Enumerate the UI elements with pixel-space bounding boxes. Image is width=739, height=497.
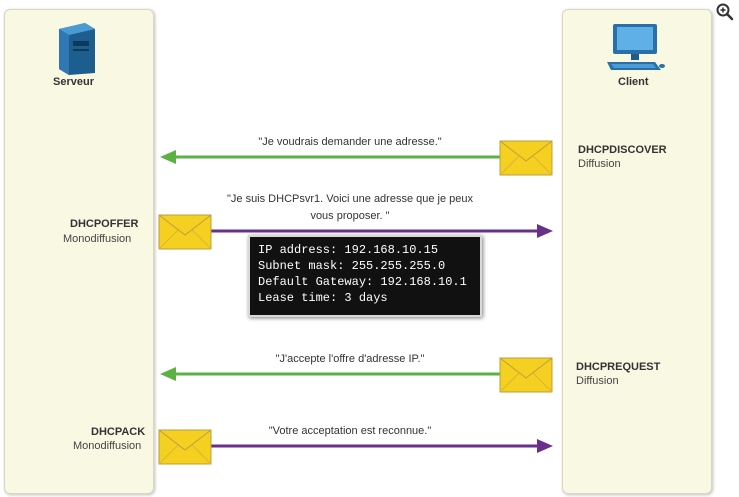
dhcpoffer-label: DHCPOFFER <box>70 218 139 230</box>
arrow-dhcpoffer <box>210 224 553 238</box>
arrow-dhcpdiscover <box>160 150 500 164</box>
dhcprequest-type: Diffusion <box>576 375 619 387</box>
dhcprequest-label: DHCPREQUEST <box>576 361 661 373</box>
server-column <box>4 9 154 494</box>
client-column <box>562 9 712 494</box>
dhcpoffer-type: Monodiffusion <box>63 233 132 245</box>
envelope-icon <box>158 214 212 250</box>
offer-lease-time: Lease time: 3 days <box>258 291 388 305</box>
server-icon <box>59 23 95 75</box>
envelope-icon <box>499 140 553 176</box>
offer-subnet-mask: Subnet mask: 255.255.255.0 <box>258 259 446 273</box>
offer-ip-address: IP address: 192.168.10.15 <box>258 243 439 257</box>
dhcpack-label: DHCPACK <box>91 426 146 438</box>
client-label: Client <box>618 76 649 88</box>
dhcpoffer-quote-line2: vous proposer. " <box>310 210 390 222</box>
dhcpack-quote: "Votre acceptation est reconnue." <box>268 425 432 437</box>
dhcprequest-quote: "J'accepte l'offre d'adresse IP." <box>275 353 425 365</box>
server-label: Serveur <box>53 76 94 88</box>
arrow-dhcprequest <box>160 367 500 381</box>
offer-details-box: IP address: 192.168.10.15 Subnet mask: 2… <box>248 235 482 317</box>
dhcpdiscover-quote: "Je voudrais demander une adresse." <box>258 136 442 148</box>
zoom-in-icon[interactable] <box>715 2 735 22</box>
dhcpack-type: Monodiffusion <box>73 440 142 452</box>
envelope-icon <box>499 357 553 393</box>
dhcpoffer-quote-line1: "Je suis DHCPsvr1. Voici une adresse que… <box>226 193 474 205</box>
dhcpdiscover-label: DHCPDISCOVER <box>578 144 667 156</box>
arrow-dhcpack <box>210 439 553 453</box>
computer-icon <box>607 24 665 70</box>
envelope-icon <box>158 429 212 465</box>
offer-default-gateway: Default Gateway: 192.168.10.1 <box>258 275 467 289</box>
dhcpdiscover-type: Diffusion <box>578 158 621 170</box>
